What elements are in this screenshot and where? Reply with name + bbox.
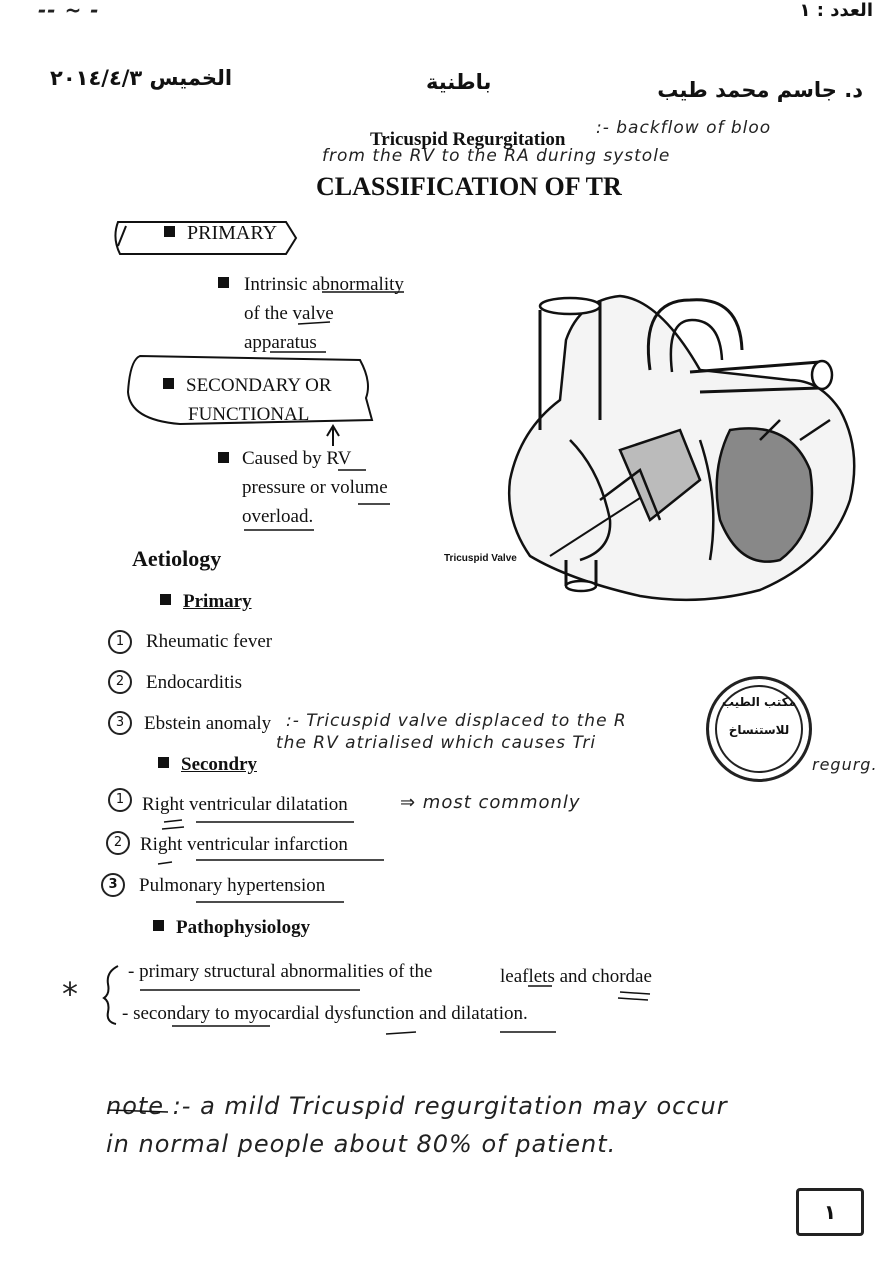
library-stamp: مكتب الطيب للاستنساخ [706, 676, 812, 782]
secondary-box-outline [126, 354, 374, 426]
brace-mark [102, 965, 119, 1025]
primary-desc-line1: Intrinsic abnormality [244, 274, 404, 295]
tricuspid-valve-label: Tricuspid Valve [444, 553, 517, 564]
patho-line1-tail: leaflets and chordae [500, 966, 652, 987]
heart-illustration [507, 294, 856, 602]
bullet-square-icon [218, 277, 229, 288]
patho-line1: - primary structural abnormalities of th… [128, 961, 433, 982]
page-number: ١ [796, 1188, 864, 1236]
number-circle: 2 [106, 831, 130, 855]
subject-title: باطنية [426, 70, 492, 94]
secondary-desc-line2: pressure or volume [242, 477, 388, 498]
bullet-square-icon [164, 226, 175, 237]
definition-note-line2: from the RV to the RA during systole [322, 146, 671, 166]
secondary-desc: Caused by RV pressure or volume overload… [218, 444, 388, 531]
page-heading: CLASSIFICATION OF TR [316, 172, 622, 201]
number-circle: 3 [108, 711, 132, 735]
stamp-text-top: مكتب الطيب [721, 695, 797, 709]
top-left-scrawl: -- ~ - [38, 0, 100, 22]
bullet-square-icon [160, 594, 171, 605]
secondary-causes-heading: Secondry [158, 754, 257, 776]
pathophysiology-heading: Pathophysiology [153, 917, 310, 939]
bullet-square-icon [218, 452, 229, 463]
cause-rv-dilatation: Right ventricular dilatation [142, 794, 348, 815]
doctor-name: د. جاسم محمد طيب [657, 78, 863, 102]
issue-label: العدد : ١ [799, 0, 873, 21]
number-circle: 2 [108, 670, 132, 694]
lecture-date: الخميس ٢٠١٤/٤/٣ [50, 66, 233, 90]
cause-rheumatic-fever: Rheumatic fever [146, 631, 273, 652]
cause-pulmonary-hypertension: Pulmonary hypertension [139, 875, 326, 896]
number-circle: 1 [108, 788, 132, 812]
note-line1: note :- a mild Tricuspid regurgitation m… [106, 1092, 728, 1120]
star-mark: * [62, 975, 79, 1013]
secondary-desc-line3: overload. [242, 506, 314, 527]
secondary-label-line2: FUNCTIONAL [188, 404, 310, 425]
bullet-square-icon [158, 757, 169, 768]
secondary-label: SECONDARY OR FUNCTIONAL [163, 371, 332, 429]
primary-box-outline [114, 221, 298, 255]
primary-causes-heading: Primary [160, 591, 252, 613]
primary-desc-line2: of the valve [244, 303, 334, 324]
topic-title: Tricuspid Regurgitation [370, 129, 566, 150]
secondary-desc-line1: Caused by RV [242, 448, 352, 469]
primary-label: PRIMARY [164, 222, 277, 245]
ebstein-note-tail: regurg. [812, 755, 878, 774]
number-circle: 3 [101, 873, 125, 897]
bullet-square-icon [163, 378, 174, 389]
patho-line2: - secondary to myocardial dysfunction an… [122, 1003, 528, 1024]
cause-endocarditis: Endocarditis [146, 672, 243, 693]
cause-rv-infarction: Right ventricular infarction [140, 834, 348, 855]
aetiology-heading: Aetiology [132, 546, 222, 571]
cause-ebstein-anomaly: Ebstein anomaly [144, 713, 272, 734]
ebstein-note-line2: the RV atrialised which causes Tri [276, 733, 597, 753]
ebstein-note-line1: :- Tricuspid valve displaced to the R [286, 711, 627, 731]
primary-desc-line3: apparatus [244, 332, 317, 353]
dilatation-note: ⇒ most commonly [400, 792, 581, 813]
definition-note-line1: :- backflow of bloo [596, 118, 772, 138]
bullet-square-icon [153, 920, 164, 931]
arrow-up-icon [326, 424, 340, 446]
tricuspid-leader-line [549, 497, 641, 557]
number-circle: 1 [108, 630, 132, 654]
stamp-text-mid: للاستنساخ [728, 723, 790, 737]
note-line2: in normal people about 80% of patient. [106, 1130, 617, 1158]
primary-desc: Intrinsic abnormality of the valve appar… [218, 270, 428, 357]
